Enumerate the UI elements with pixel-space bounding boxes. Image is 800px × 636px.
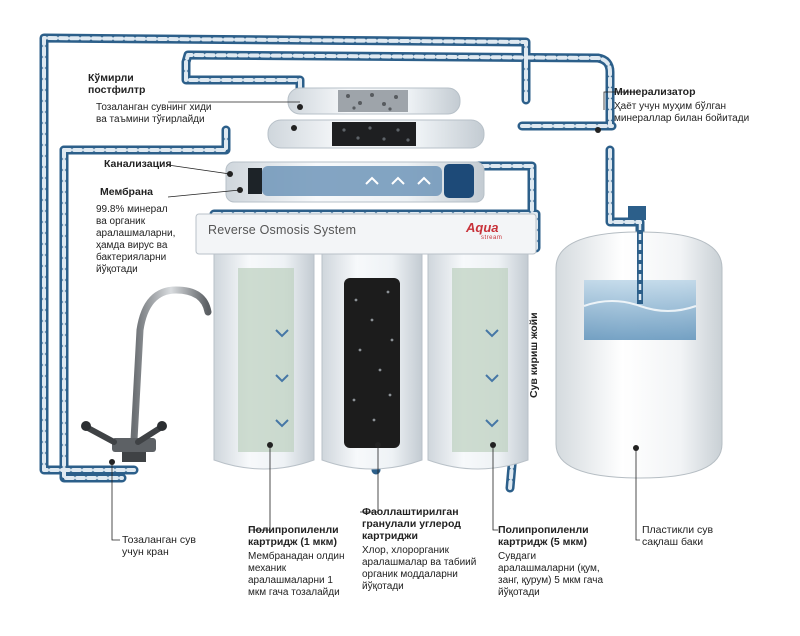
flow-arrow-icon xyxy=(365,176,431,185)
system-title: Reverse Osmosis System xyxy=(208,223,357,237)
label-drain: Канализация xyxy=(104,158,194,173)
label-membrane-text: 99.8% минерал ва органик аралашмаларни, … xyxy=(96,204,176,275)
label-faucet: Тозаланган сув учун кран xyxy=(122,534,218,558)
pp5-cartridge xyxy=(427,253,529,470)
label-pp5-title: Полипропиленли картридж (5 мкм) xyxy=(498,524,589,548)
faucet-icon xyxy=(81,286,212,465)
membrane-housing xyxy=(225,161,485,203)
label-mineralizer-title: Минерализатор xyxy=(614,86,696,98)
label-tank-title: Пластикли сув сақлаш баки xyxy=(642,524,714,548)
label-carbon-title: Фаоллаштирилган гранулали углерод картри… xyxy=(362,506,461,542)
label-pp1: Полипропиленли картридж (1 мкм) Мембрана… xyxy=(248,524,348,599)
brand-logo-sub: stream xyxy=(481,235,503,241)
water-tank-icon xyxy=(555,206,723,479)
label-pp5: Полипропиленли картридж (5 мкм) Сувдаги … xyxy=(498,524,610,599)
label-carbon: Фаоллаштирилган гранулали углерод картри… xyxy=(362,506,484,593)
label-pp1-text: Мембранадан олдин механик аралашмаларни … xyxy=(248,551,345,598)
label-membrane: Мембрана xyxy=(100,186,180,201)
postfilter-cartridge xyxy=(287,87,461,115)
label-inlet: Сув кириш жойи xyxy=(528,312,540,398)
connection-dots xyxy=(227,104,601,448)
pp1-cartridge xyxy=(213,253,315,470)
label-drain-title: Канализация xyxy=(104,158,172,170)
leader-lines xyxy=(111,91,640,541)
label-postfilter-text: Тозаланган сувнинг хиди ва таъмини тўғир… xyxy=(96,102,212,125)
label-carbon-text: Хлор, хлорорганик аралашмалар ва табиий … xyxy=(362,545,477,592)
brand-logo: Aqua xyxy=(466,220,499,235)
label-tank: Пластикли сув сақлаш баки xyxy=(642,524,752,551)
pipe-drain xyxy=(59,125,231,155)
label-postfilter-desc: Тозаланган сувнинг хиди ва таъмини тўғир… xyxy=(96,102,216,126)
label-pp5-text: Сувдаги аралашмаларни (қум, занг, қурум)… xyxy=(498,551,604,598)
label-membrane-desc: 99.8% минерал ва органик аралашмаларни, … xyxy=(96,204,176,276)
label-postfilter-title: Кўмирли постфилтр xyxy=(88,72,146,96)
carbon-cartridge xyxy=(321,253,423,470)
label-mineralizer: Минерализатор Ҳаёт учун муҳим бўлган мин… xyxy=(614,86,784,125)
label-membrane-title: Мембрана xyxy=(100,186,153,198)
mineralizer-cartridge xyxy=(267,119,485,149)
label-mineralizer-text: Ҳаёт учун муҳим бўлган минераллар билан … xyxy=(614,101,750,124)
label-postfilter: Кўмирли постфилтр xyxy=(88,72,168,99)
label-pp1-title: Полипропиленли картридж (1 мкм) xyxy=(248,524,339,548)
label-faucet-text: Тозаланган сув учун кран xyxy=(122,534,196,558)
